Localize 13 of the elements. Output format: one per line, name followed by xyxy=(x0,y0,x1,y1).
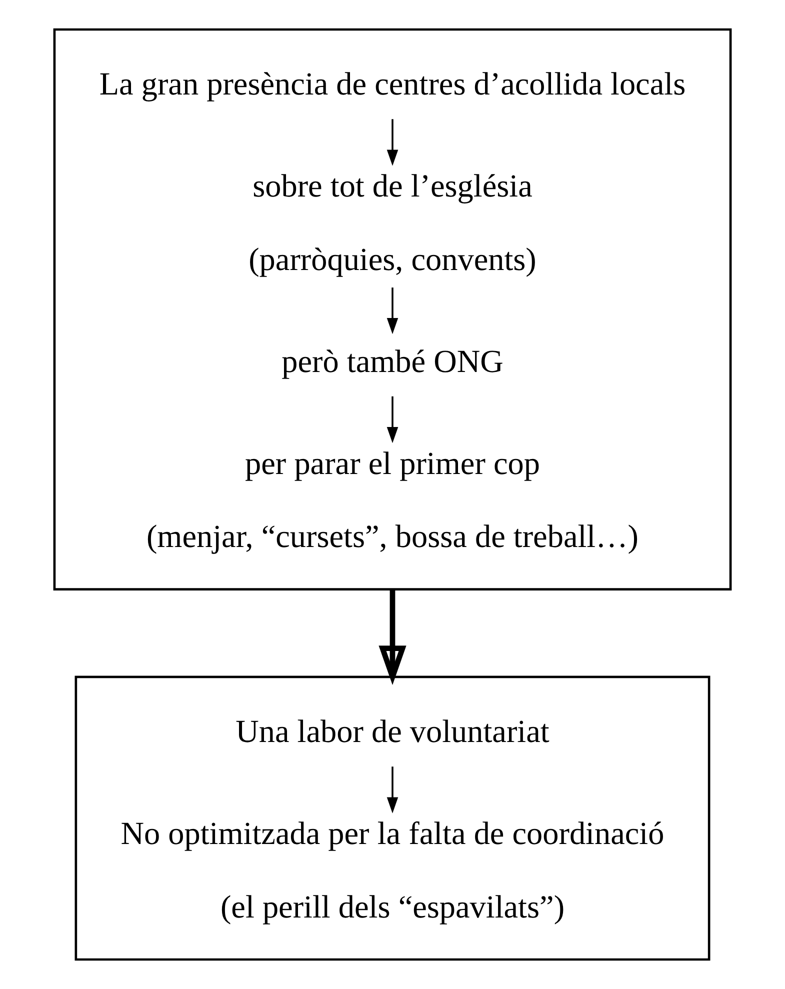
node-text: La gran presència de centres d’acollida locals xyxy=(99,66,686,102)
arrow xyxy=(386,766,398,814)
node-text: No optimitzada per la falta de coordinació (el perill dels “espavilats”) xyxy=(120,814,664,924)
arrow xyxy=(386,288,398,334)
arrow xyxy=(386,119,398,166)
node-text: per parar el primer cop (menjar, “cursets”, bossa de treball…) xyxy=(146,444,639,554)
arrow xyxy=(386,396,398,444)
cluster xyxy=(53,28,732,590)
cluster xyxy=(74,676,710,961)
node-text: però també ONG xyxy=(282,342,504,379)
node-text: Una labor de voluntariat xyxy=(236,713,550,750)
arrow xyxy=(378,589,406,686)
node-text: sobre tot de l’església (parròquies, convents) xyxy=(248,168,536,277)
